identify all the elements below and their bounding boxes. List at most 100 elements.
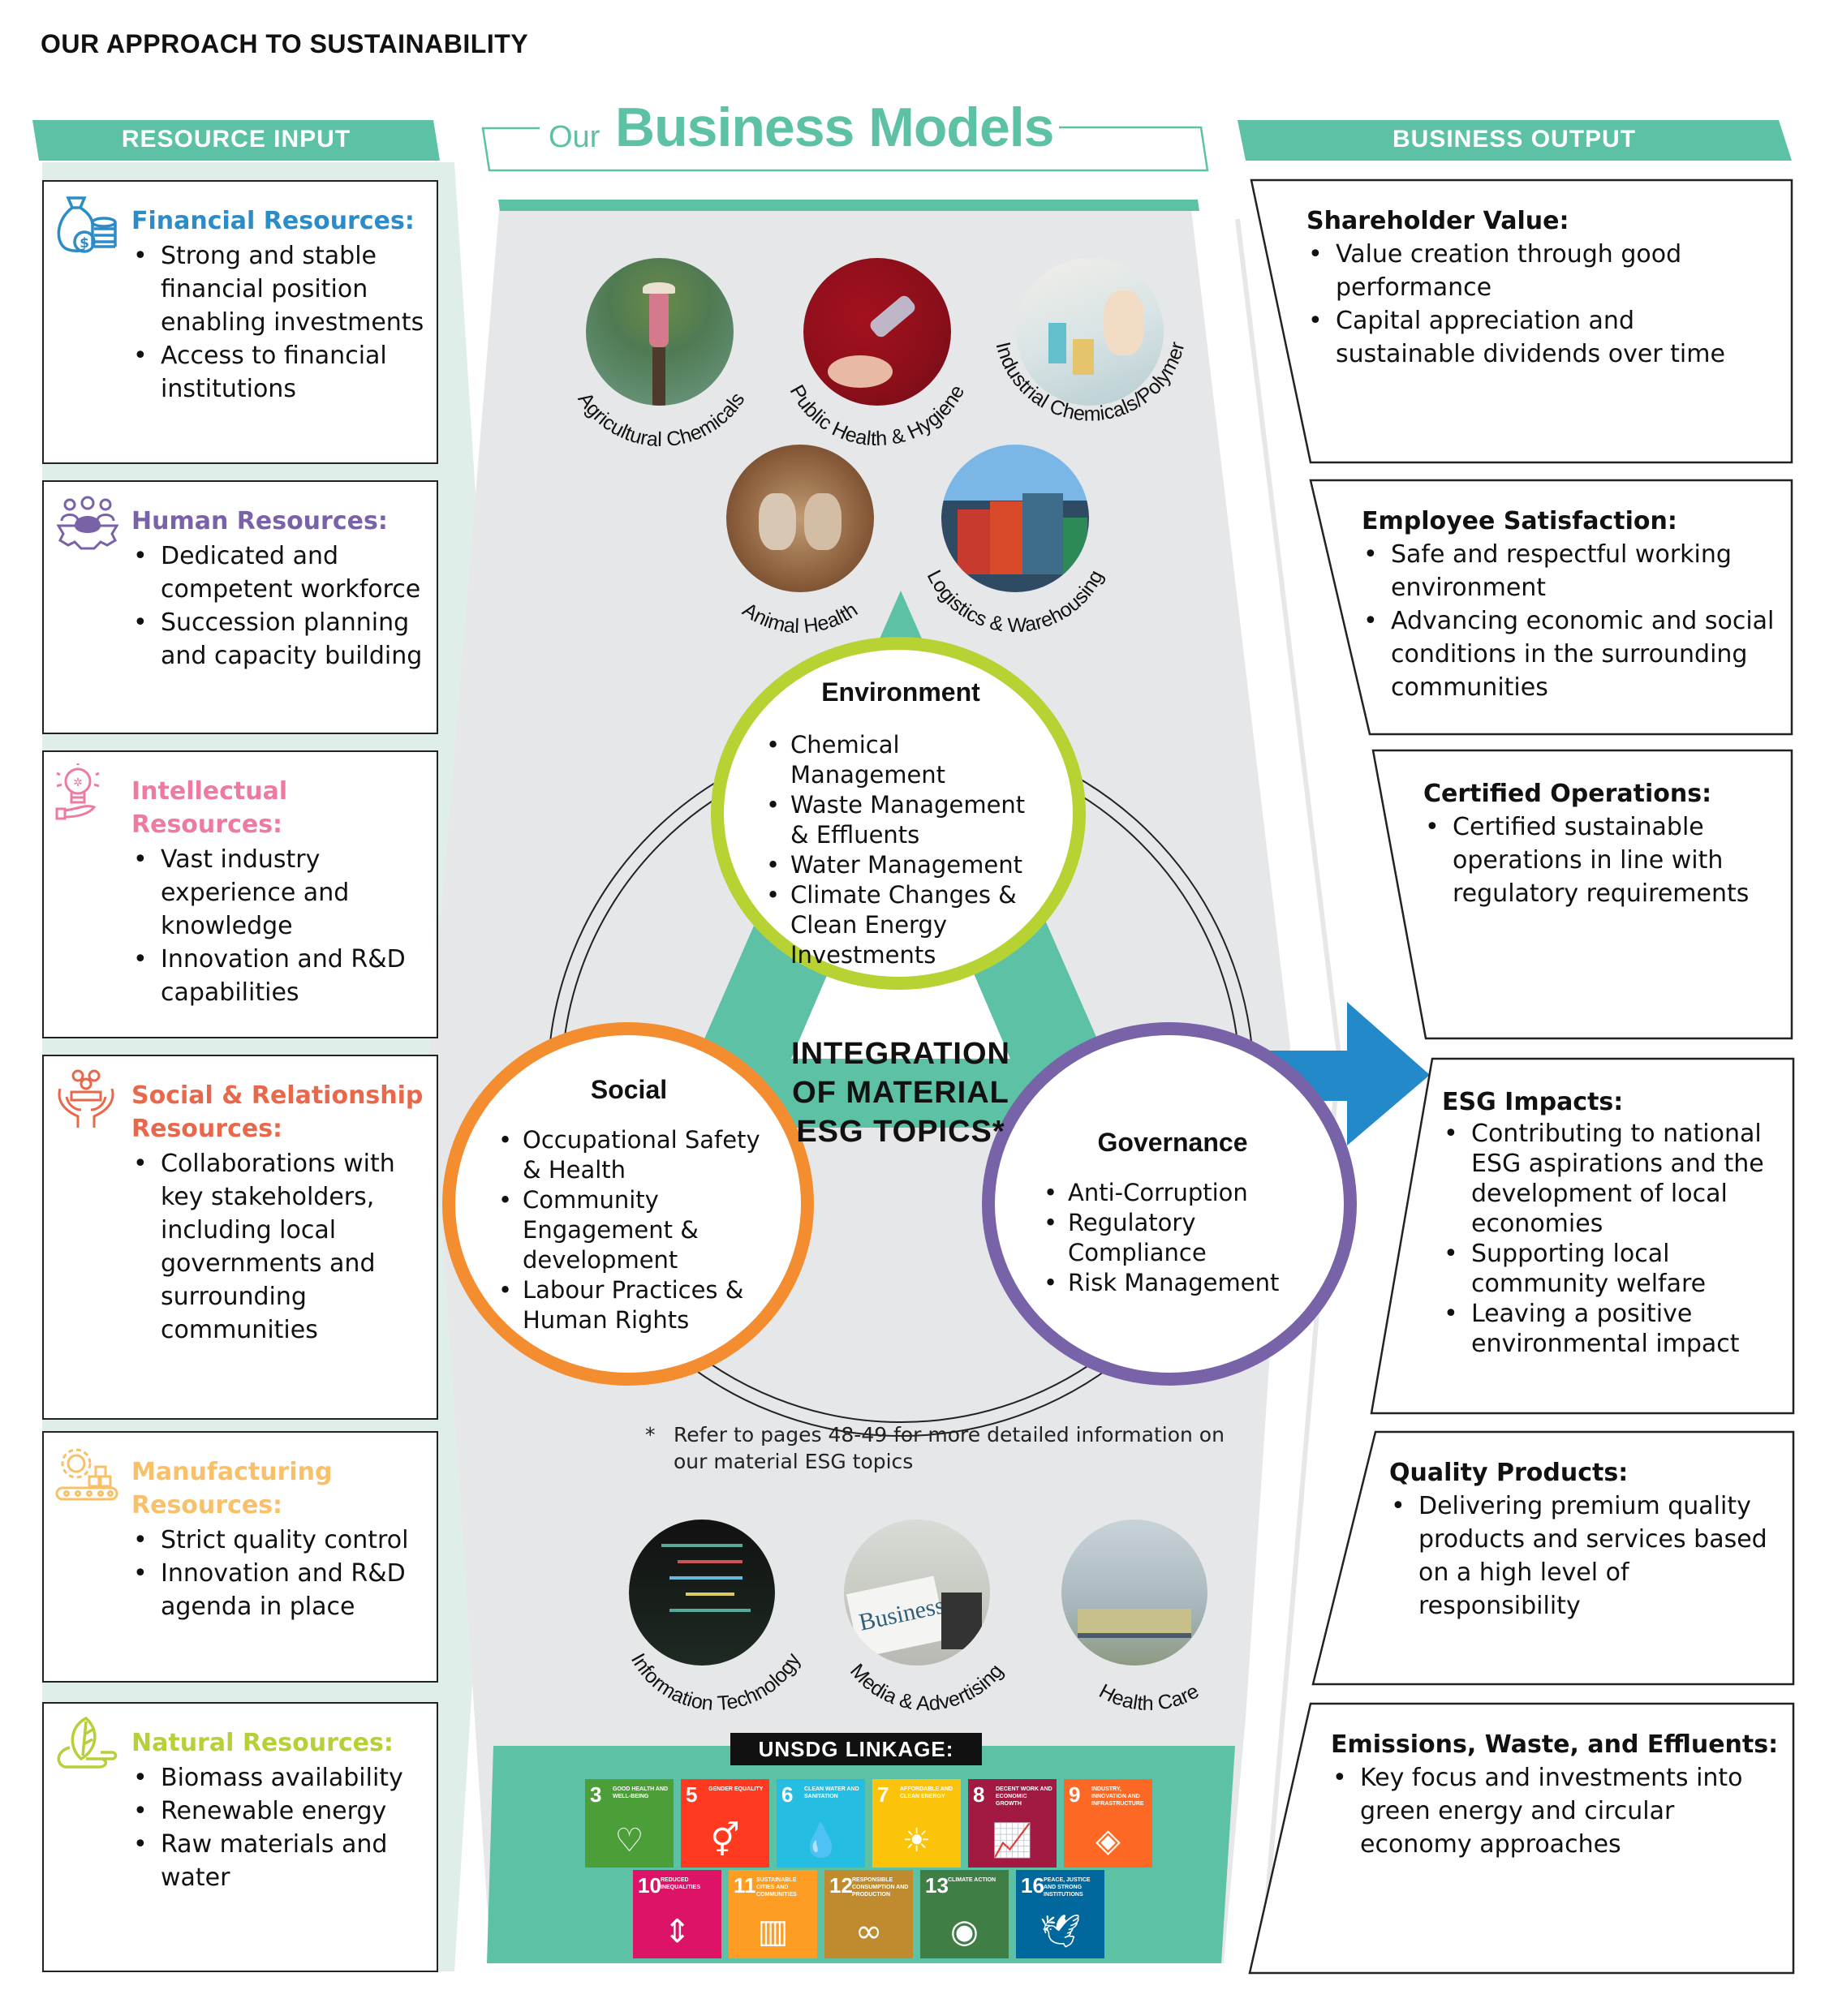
resource-box-manufacturing: Manufacturing Resources: Strict quality … <box>42 1431 438 1683</box>
esg-environment-title: Environment <box>821 677 980 707</box>
sdg-number: 13 <box>925 1873 949 1898</box>
resource-box-social: Social & Relationship Resources: Collabo… <box>42 1055 438 1420</box>
integration-line: INTEGRATION <box>791 1037 1010 1071</box>
sdg-icon: 🕊 <box>1040 1913 1081 1950</box>
resource-box-human: Human Resources: Dedicated and competent… <box>42 480 438 734</box>
resource-bullet: Strong and stable financial position ena… <box>131 239 432 339</box>
business-models-prefix: Our <box>549 120 600 154</box>
output-bullets: Safe and respectful working environment … <box>1362 538 1784 704</box>
sdg-caption: Clean water and sanitation <box>804 1786 859 1799</box>
resource-box-intellectual: ✲ Intellectual Resources: Vast industry … <box>42 750 438 1038</box>
sdg-icon: ⚥ <box>710 1822 740 1859</box>
sdg-tile-7: 7Affordable and clean energy☀ <box>872 1779 961 1868</box>
resource-bullet: Collaborations with key stakeholders, in… <box>131 1147 432 1347</box>
output-bullet: Contributing to national ESG aspirations… <box>1442 1119 1787 1239</box>
animal-health-photo <box>726 445 874 592</box>
output-bullets: Delivering premium quality products and … <box>1389 1489 1787 1623</box>
resource-bullet: Access to financial institutions <box>131 339 432 406</box>
sdg-tile-13: 13Climate action ◉ <box>920 1870 1009 1958</box>
output-bullet: Capital appreciation and sustainable div… <box>1306 304 1777 371</box>
esg-topic: Regulatory Compliance <box>1040 1208 1308 1268</box>
sdg-icon: ∞ <box>854 1913 883 1950</box>
integration-title: INTEGRATION OF MATERIAL ESG TOPICS* <box>763 1034 1039 1151</box>
esg-topic: Climate Changes & Clean Energy Investmen… <box>763 880 1031 970</box>
media-advertising-photo: Business <box>844 1520 990 1666</box>
sdg-number: 8 <box>973 1782 985 1807</box>
esg-governance-list: Anti-Corruption Regulatory Compliance Ri… <box>1040 1178 1308 1298</box>
sdg-caption: Responsible consumption and production <box>852 1877 909 1898</box>
esg-topic: Anti-Corruption <box>1040 1178 1308 1208</box>
output-bullets: Contributing to national ESG aspirations… <box>1442 1119 1787 1359</box>
business-models-title: Business Models <box>615 97 1054 158</box>
output-title: Shareholder Value: <box>1306 207 1569 235</box>
unsdg-label: UNSDG LINKAGE: <box>730 1733 982 1765</box>
sdg-number: 16 <box>1021 1873 1044 1898</box>
resource-title: Intellectual Resources: <box>131 777 288 839</box>
output-arrow <box>1250 1002 1430 1146</box>
resource-bullet: Innovation and R&D capabilities <box>131 943 432 1009</box>
output-box-certified: Certified Operations: Certified sustaina… <box>1423 777 1788 910</box>
sdg-caption: Peace, justice and strong institutions <box>1044 1877 1091 1898</box>
resource-bullet: Innovation and R&D agenda in place <box>131 1557 432 1623</box>
sdg-caption: Reduced inequalities <box>661 1877 701 1890</box>
sdg-tile-11: 11Sustainable cities and communities▥ <box>729 1870 817 1958</box>
resource-box-natural: Natural Resources: Biomass availability … <box>42 1702 438 1972</box>
output-bullet: Value creation through good performance <box>1306 238 1777 304</box>
resource-bullet: Succession planning and capacity buildin… <box>131 606 432 673</box>
sdg-caption: Good health and well-being <box>613 1786 669 1799</box>
output-bullet: Safe and respectful working environment <box>1362 538 1784 604</box>
business-output-banner-bg <box>1238 120 1792 161</box>
business-models-top-strip <box>498 200 1199 211</box>
resource-bullets: Vast industry experience and knowledge I… <box>131 843 432 1009</box>
resource-bullet: Vast industry experience and knowledge <box>131 843 432 943</box>
output-title: Quality Products: <box>1389 1459 1629 1487</box>
sdg-icon: ◈ <box>1095 1822 1121 1859</box>
sdg-number: 10 <box>638 1873 661 1898</box>
output-box-quality: Quality Products: Delivering premium qua… <box>1389 1456 1787 1623</box>
sdg-tile-16: 16Peace, justice and strong institutions… <box>1016 1870 1104 1958</box>
esg-environment-list: Chemical Management Waste Management & E… <box>763 730 1031 970</box>
public-health-hygiene-photo <box>803 258 951 406</box>
leaf-hand-icon <box>57 1716 118 1769</box>
sdg-number: 5 <box>686 1782 698 1807</box>
output-title: ESG Impacts: <box>1442 1088 1624 1116</box>
sdg-number: 6 <box>781 1782 794 1807</box>
resource-bullet: Strict quality control <box>131 1524 432 1557</box>
output-box-shareholder: Shareholder Value: Value creation throug… <box>1306 204 1777 371</box>
resource-input-banner-bg <box>32 120 440 161</box>
footnote-marker: * <box>645 1423 656 1446</box>
svg-text:$: $ <box>80 235 89 251</box>
sdg-caption: Sustainable cities and communities <box>756 1877 797 1898</box>
sdg-caption: Decent work and economic growth <box>996 1786 1052 1807</box>
output-box-emissions: Emissions, Waste, and Effluents: Key foc… <box>1331 1728 1785 1861</box>
information-technology-photo <box>629 1520 775 1666</box>
sdg-tile-3: 3Good health and well-being♡ <box>585 1779 674 1868</box>
sdg-caption: Industry, innovation and infrastructure <box>1091 1786 1144 1807</box>
output-title: Employee Satisfaction: <box>1362 507 1677 535</box>
sdg-tile-10: 10Reduced inequalities⇕ <box>633 1870 721 1958</box>
sdg-caption: Climate action <box>948 1877 996 1883</box>
sdg-number: 7 <box>877 1782 889 1807</box>
resource-bullet: Biomass availability <box>131 1761 432 1795</box>
resource-title: Natural Resources: <box>131 1729 394 1757</box>
esg-social-title: Social <box>590 1075 668 1104</box>
sdg-icon: 💧 <box>800 1822 842 1859</box>
industrial-chemicals-polymer-photo <box>1016 258 1164 406</box>
business-output-banner: BUSINESS OUTPUT <box>1392 126 1637 153</box>
sdg-tile-9: 9 Industry, innovation and infrastructure… <box>1064 1779 1152 1868</box>
output-box-employee: Employee Satisfaction: Safe and respectf… <box>1362 505 1784 704</box>
resource-title: Manufacturing Resources: <box>131 1458 333 1520</box>
resource-bullet: Dedicated and competent workforce <box>131 539 432 606</box>
sdg-icon: 📈 <box>992 1822 1033 1859</box>
esg-topic: Labour Practices & Human Rights <box>495 1275 763 1335</box>
esg-topic: Community Engagement & development <box>495 1185 763 1275</box>
sdg-icon: ◉ <box>950 1913 979 1950</box>
lightbulb-hand-icon: ✲ <box>55 763 100 820</box>
resource-bullets: Collaborations with key stakeholders, in… <box>131 1147 432 1347</box>
output-title: Certified Operations: <box>1423 780 1712 808</box>
footnote-text: Refer to pages 48-49 for more detailed i… <box>674 1423 1225 1473</box>
output-bullet: Leaving a positive environmental impact <box>1442 1299 1787 1359</box>
output-bullets: Key focus and investments into green ene… <box>1331 1761 1785 1861</box>
resource-bullets: Dedicated and competent workforce Succes… <box>131 539 432 673</box>
sdg-number: 9 <box>1069 1782 1081 1807</box>
